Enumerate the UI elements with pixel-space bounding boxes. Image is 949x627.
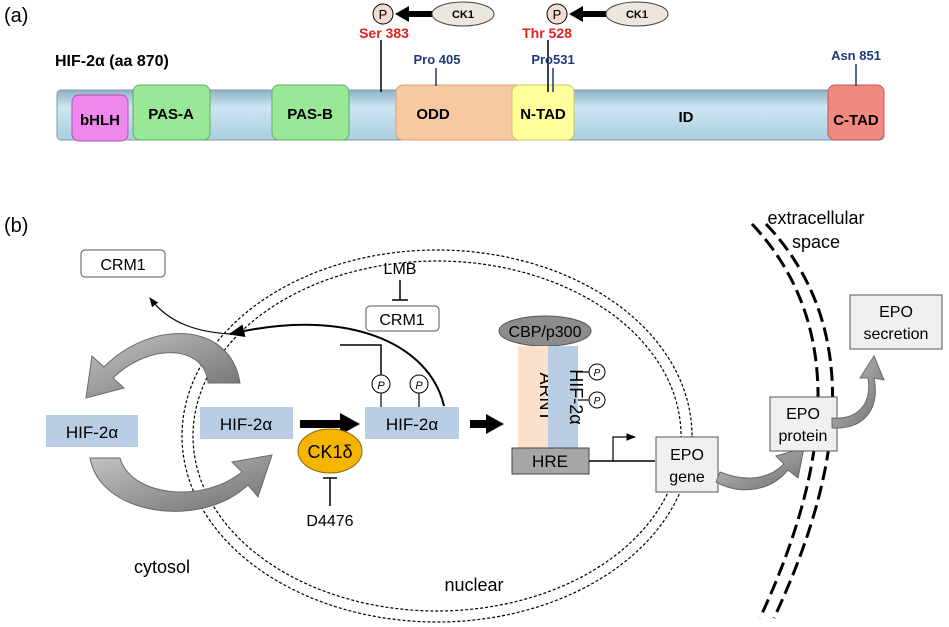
ntad-label: N-TAD	[520, 106, 566, 123]
epo-secretion-label-1: EPO	[879, 304, 913, 321]
pas-b-domain	[271, 84, 350, 141]
p-circle-4	[588, 391, 606, 409]
hre-box	[511, 447, 590, 475]
hif2a-dimer-label: HIF-2α	[566, 369, 586, 424]
crm1-box-cytosol	[80, 249, 166, 278]
nuclear-envelope-inner	[192, 260, 682, 612]
ser383-label: Ser 383	[359, 25, 409, 41]
ck1-ellipse-2	[605, 1, 669, 27]
crm1-label-nuclear: CRM1	[379, 312, 424, 329]
hif2a-label-cytosol: HIF-2α	[66, 423, 119, 442]
export-curve-arrow	[228, 323, 445, 407]
hif2a-box-cytosol	[46, 415, 138, 447]
epo-secretion-box	[849, 294, 943, 350]
pas-a-domain	[132, 84, 211, 141]
cbp-label: CBP/p300	[509, 324, 582, 341]
ntad-domain	[511, 84, 575, 141]
export-grey-arrow	[85, 333, 241, 399]
import-grey-arrow	[89, 454, 273, 512]
thr528-kinase-arrow	[569, 6, 606, 22]
hre-label: HRE	[532, 452, 568, 471]
secretion-grey-arrow	[831, 354, 885, 429]
ck1-label-2: CK1	[626, 9, 648, 21]
translation-grey-arrow	[715, 447, 805, 491]
transcription-start-arrow	[612, 433, 636, 461]
hif2a-box-nuclear	[200, 407, 293, 439]
cell-membrane-inner	[764, 222, 834, 619]
cell-membrane-outer	[750, 222, 820, 619]
pas-a-label: PAS-A	[148, 106, 194, 123]
hif2a-label-phospho: HIF-2α	[386, 415, 439, 434]
ck1-ellipse-1	[431, 1, 495, 27]
ck1-label-1: CK1	[452, 9, 474, 21]
epo-gene-label-2: gene	[669, 469, 705, 486]
nuclear-arrow	[470, 414, 504, 434]
crm1-exit-arrow	[149, 297, 231, 335]
nuclear-label: nuclear	[444, 575, 503, 595]
epo-gene-box	[655, 436, 719, 493]
d4476-label: D4476	[306, 513, 353, 530]
thr528-label: Thr 528	[522, 25, 572, 41]
ser383-phospho-label: P	[379, 7, 388, 22]
p-label-1: P	[377, 380, 385, 392]
bhlh-domain	[71, 94, 129, 142]
phosphorylation-arrow	[300, 413, 360, 435]
panel-b-label: (b)	[4, 215, 28, 237]
epo-protein-label-2: protein	[779, 428, 828, 445]
odd-label: ODD	[416, 106, 450, 123]
pro531-label: Pro531	[531, 52, 574, 67]
hif2a-label-nuclear: HIF-2α	[220, 415, 273, 434]
thr528-phospho-circle	[546, 3, 568, 25]
epo-secretion-label-2: secretion	[864, 326, 929, 343]
bhlh-label: bHLH	[80, 112, 120, 129]
arnt-box	[518, 346, 548, 448]
panel-a: (a) HIF-2α (aa 870) bHLH PAS-A PAS-B ODD…	[4, 1, 885, 142]
p-circle-2	[409, 374, 429, 394]
panel-b: (b) extracellular space cytosol nuclear …	[4, 208, 943, 623]
ser383-kinase-arrow	[395, 6, 432, 22]
crm1-binding-bracket	[340, 344, 382, 375]
p-label-3: P	[594, 368, 601, 379]
crm1-label-cytosol: CRM1	[100, 257, 145, 274]
epo-protein-label-1: EPO	[786, 406, 820, 423]
ck1d-ellipse	[297, 428, 363, 474]
extracellular-label-2: space	[792, 232, 840, 252]
hif2a-dimer-box	[548, 346, 578, 448]
p-label-4: P	[594, 396, 601, 407]
nuclear-envelope-outer	[181, 249, 693, 623]
cytosol-label: cytosol	[134, 557, 190, 577]
ctad-label: C-TAD	[833, 112, 879, 129]
protein-title: HIF-2α (aa 870)	[55, 53, 169, 70]
crm1-box-nuclear	[365, 305, 440, 332]
thr528-phospho-label: P	[553, 7, 562, 22]
epo-gene-label-1: EPO	[670, 447, 704, 464]
ck1d-label: CK1δ	[307, 442, 352, 462]
panel-a-label: (a)	[4, 5, 28, 27]
hif2a-box-phospho	[365, 407, 459, 439]
pro405-label: Pro 405	[414, 52, 461, 67]
id-label: ID	[679, 109, 694, 126]
asn851-label: Asn 851	[831, 48, 881, 63]
ser383-phospho-circle	[372, 3, 394, 25]
p-circle-3	[588, 363, 606, 381]
pas-b-label: PAS-B	[287, 106, 333, 123]
extracellular-label-1: extracellular	[767, 208, 864, 228]
lmb-label: LMB	[384, 261, 417, 278]
p-label-2: P	[415, 380, 423, 392]
epo-protein-box	[769, 396, 838, 452]
